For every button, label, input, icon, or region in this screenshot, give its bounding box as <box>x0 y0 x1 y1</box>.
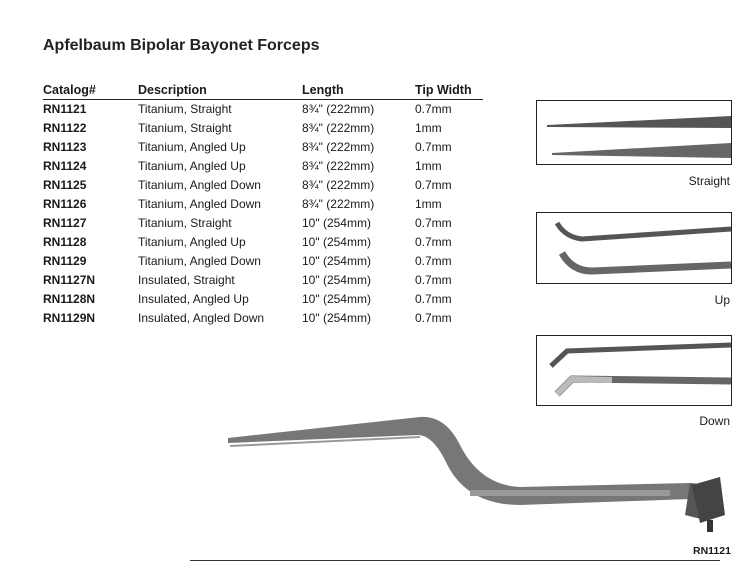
description-cell: Insulated, Angled Down <box>138 311 265 325</box>
tip-width-cell: 0.7mm <box>415 311 452 325</box>
straight-tip-drawing <box>547 116 731 158</box>
table-row: RN1123 Titanium, Angled Up 8¾" (222mm) 0.7m… <box>43 138 483 157</box>
catalog-number-cell: RN1127 <box>43 216 87 230</box>
tip-width-cell: 0.7mm <box>415 102 452 116</box>
description-cell: Titanium, Angled Up <box>138 235 246 249</box>
tip-width-cell: 0.7mm <box>415 178 452 192</box>
header-catalog: Catalog# <box>43 83 96 97</box>
description-cell: Titanium, Straight <box>138 102 232 116</box>
length-cell: 8¾" (222mm) <box>302 159 375 173</box>
length-cell: 8¾" (222mm) <box>302 178 375 192</box>
down-tip-drawing <box>549 342 731 397</box>
description-cell: Titanium, Angled Down <box>138 197 261 211</box>
table-row: RN1128N Insulated, Angled Up 10" (254mm) 0.… <box>43 290 483 309</box>
table-header: Catalog# Description Length Tip Width <box>43 82 483 100</box>
straight-label: Straight <box>688 174 730 188</box>
length-cell: 10" (254mm) <box>302 254 371 268</box>
table-row: RN1128 Titanium, Angled Up 10" (254mm) 0.7m… <box>43 233 483 252</box>
up-tip-drawing <box>554 221 731 275</box>
catalog-number-cell: RN1127N <box>43 273 96 287</box>
header-length: Length <box>302 83 344 97</box>
tip-width-cell: 0.7mm <box>415 292 452 306</box>
table-row: RN1124 Titanium, Angled Up 8¾" (222mm) 1mm <box>43 157 483 176</box>
tip-width-cell: 1mm <box>415 121 442 135</box>
description-cell: Titanium, Straight <box>138 121 232 135</box>
length-cell: 8¾" (222mm) <box>302 102 375 116</box>
catalog-number-cell: RN1126 <box>43 197 87 211</box>
header-tip-width: Tip Width <box>415 83 472 97</box>
length-cell: 10" (254mm) <box>302 292 371 306</box>
catalog-number-cell: RN1124 <box>43 159 87 173</box>
catalog-number-cell: RN1129N <box>43 311 96 325</box>
description-cell: Insulated, Angled Up <box>138 292 249 306</box>
header-description: Description <box>138 83 207 97</box>
catalog-table: Catalog# Description Length Tip Width RN… <box>43 82 483 328</box>
catalog-number-cell: RN1128N <box>43 292 96 306</box>
description-cell: Titanium, Angled Down <box>138 254 261 268</box>
table-row: RN1129N Insulated, Angled Down 10" (254mm)… <box>43 309 483 328</box>
catalog-number-cell: RN1125 <box>43 178 87 192</box>
length-cell: 10" (254mm) <box>302 235 371 249</box>
table-row: RN1121 Titanium, Straight 8¾" (222mm) 0.7mm <box>43 100 483 119</box>
table-row: RN1125 Titanium, Angled Down 8¾" (222mm) 0.… <box>43 176 483 195</box>
tip-width-cell: 1mm <box>415 197 442 211</box>
tip-width-cell: 0.7mm <box>415 254 452 268</box>
description-cell: Titanium, Angled Down <box>138 178 261 192</box>
catalog-number-cell: RN1128 <box>43 235 87 249</box>
description-cell: Titanium, Straight <box>138 216 232 230</box>
catalog-number-cell: RN1121 <box>43 102 87 116</box>
catalog-number-cell: RN1123 <box>43 140 87 154</box>
up-tip-image <box>536 212 732 284</box>
bottom-divider <box>190 560 720 561</box>
down-tip-image <box>536 335 732 406</box>
up-label: Up <box>714 293 730 307</box>
table-row: RN1127N Insulated, Straight 10" (254mm) 0.7… <box>43 271 483 290</box>
length-cell: 10" (254mm) <box>302 273 371 287</box>
tip-width-cell: 0.7mm <box>415 273 452 287</box>
forceps-product-image <box>228 416 725 532</box>
table-row: RN1126 Titanium, Angled Down 8¾" (222mm) 1m… <box>43 195 483 214</box>
length-cell: 8¾" (222mm) <box>302 140 375 154</box>
tip-width-cell: 0.7mm <box>415 140 452 154</box>
length-cell: 10" (254mm) <box>302 216 371 230</box>
tip-width-cell: 1mm <box>415 159 442 173</box>
down-label: Down <box>699 414 730 428</box>
catalog-number-cell: RN1122 <box>43 121 87 135</box>
description-cell: Titanium, Angled Up <box>138 140 246 154</box>
length-cell: 8¾" (222mm) <box>302 121 375 135</box>
product-image-caption: RN1121 <box>693 545 731 557</box>
length-cell: 8¾" (222mm) <box>302 197 375 211</box>
page-title: Apfelbaum Bipolar Bayonet Forceps <box>43 37 320 54</box>
table-row: RN1127 Titanium, Straight 10" (254mm) 0.7mm <box>43 214 483 233</box>
table-row: RN1129 Titanium, Angled Down 10" (254mm) 0.… <box>43 252 483 271</box>
description-cell: Titanium, Angled Up <box>138 159 246 173</box>
catalog-number-cell: RN1129 <box>43 254 87 268</box>
tip-width-cell: 0.7mm <box>415 216 452 230</box>
description-cell: Insulated, Straight <box>138 273 235 287</box>
table-row: RN1122 Titanium, Straight 8¾" (222mm) 1mm <box>43 119 483 138</box>
length-cell: 10" (254mm) <box>302 311 371 325</box>
straight-tip-image <box>536 100 732 165</box>
tip-width-cell: 0.7mm <box>415 235 452 249</box>
